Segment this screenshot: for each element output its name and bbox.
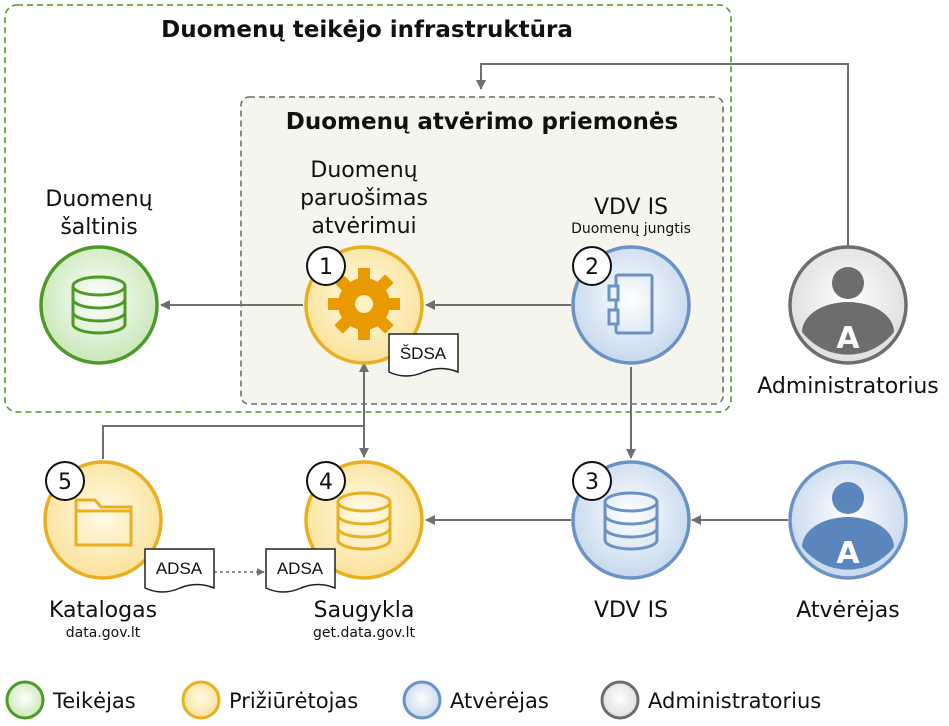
- step-badge-3: 3: [572, 461, 612, 501]
- node-source-label-1: Duomenų: [45, 187, 152, 212]
- connectors: [102, 63, 849, 576]
- node-source-circle: [39, 245, 159, 365]
- node-prep-label-1: Duomenų: [310, 158, 417, 183]
- node-source-label-2: šaltinis: [60, 215, 137, 240]
- node-vdv-label: VDV IS: [594, 598, 668, 623]
- node-prep-label-2: paruošimas: [300, 186, 428, 211]
- node-admin-label: Administratorius: [757, 374, 939, 399]
- svg-text:2: 2: [585, 255, 599, 280]
- node-admin[interactable]: A Administratorius: [757, 245, 939, 399]
- document-adsa-storage-label: ADSA: [277, 559, 324, 578]
- group-opening-tools-title: Duomenų atvėrimo priemonės: [286, 109, 678, 135]
- node-source[interactable]: Duomenų šaltinis: [39, 187, 159, 365]
- svg-text:Prižiūrėtojas: Prižiūrėtojas: [229, 689, 358, 713]
- document-adsa-catalog[interactable]: ADSA: [144, 548, 215, 593]
- document-sdsa[interactable]: ŠDSA: [388, 333, 459, 377]
- node-opener-avatar-letter: A: [836, 536, 860, 571]
- legend-item-admin: Administratorius: [600, 680, 821, 720]
- svg-text:3: 3: [585, 470, 599, 495]
- legend-item-opener: Atvėrėjas: [402, 680, 549, 720]
- node-opener-label: Atvėrėjas: [796, 598, 899, 623]
- document-sdsa-label: ŠDSA: [400, 344, 447, 363]
- node-prep-label-3: atvėrimui: [311, 214, 416, 239]
- database-icon: [603, 491, 659, 551]
- step-badge-1: 1: [306, 246, 346, 286]
- edge-admin-to-tools: [476, 63, 849, 248]
- node-catalog-sublabel: data.gov.lt: [66, 625, 141, 641]
- document-adsa-catalog-shape: [144, 548, 215, 593]
- folder-icon: [74, 498, 133, 547]
- node-catalog-label: Katalogas: [49, 598, 157, 623]
- step-badge-2: 2: [572, 246, 612, 286]
- group-provider-infrastructure-title: Duomenų teikėjo infrastruktūra: [161, 17, 573, 43]
- document-adsa-storage[interactable]: ADSA: [265, 548, 336, 593]
- node-connector-sublabel: Duomenų jungtis: [571, 221, 691, 237]
- edge-catalog-to-storage: [102, 425, 365, 459]
- step-badge-5: 5: [45, 461, 85, 501]
- node-admin-avatar-letter: A: [836, 321, 860, 356]
- connector-icon: [607, 273, 654, 335]
- database-icon: [71, 275, 127, 335]
- legend: Teikėjas Prižiūrėtojas Atvėrėjas Adminis…: [5, 680, 821, 720]
- legend-item-maintainer: Prižiūrėtojas: [181, 680, 358, 720]
- user-avatar-icon: [802, 482, 894, 570]
- document-adsa-storage-shape: [265, 548, 336, 593]
- user-avatar-icon: [802, 267, 894, 355]
- legend-item-provider: Teikėjas: [5, 680, 136, 720]
- svg-text:Administratorius: Administratorius: [648, 689, 821, 713]
- document-adsa-catalog-label: ADSA: [156, 559, 203, 578]
- node-storage-sublabel: get.data.gov.lt: [313, 625, 415, 641]
- node-connector[interactable]: VDV IS Duomenų jungtis 2: [571, 195, 691, 365]
- database-icon: [336, 491, 392, 551]
- svg-text:4: 4: [319, 470, 333, 495]
- svg-text:5: 5: [58, 470, 72, 495]
- svg-text:Teikėjas: Teikėjas: [52, 689, 136, 713]
- document-sdsa-shape: [388, 333, 459, 377]
- svg-text:Atvėrėjas: Atvėrėjas: [450, 689, 549, 713]
- node-opener[interactable]: A Atvėrėjas: [788, 460, 908, 623]
- node-vdv[interactable]: VDV IS 3: [571, 460, 691, 623]
- svg-text:1: 1: [319, 255, 333, 280]
- node-connector-label: VDV IS: [594, 195, 668, 220]
- step-badge-4: 4: [306, 461, 346, 501]
- node-catalog[interactable]: Katalogas data.gov.lt 5: [43, 460, 163, 641]
- node-storage-label: Saugykla: [314, 598, 415, 623]
